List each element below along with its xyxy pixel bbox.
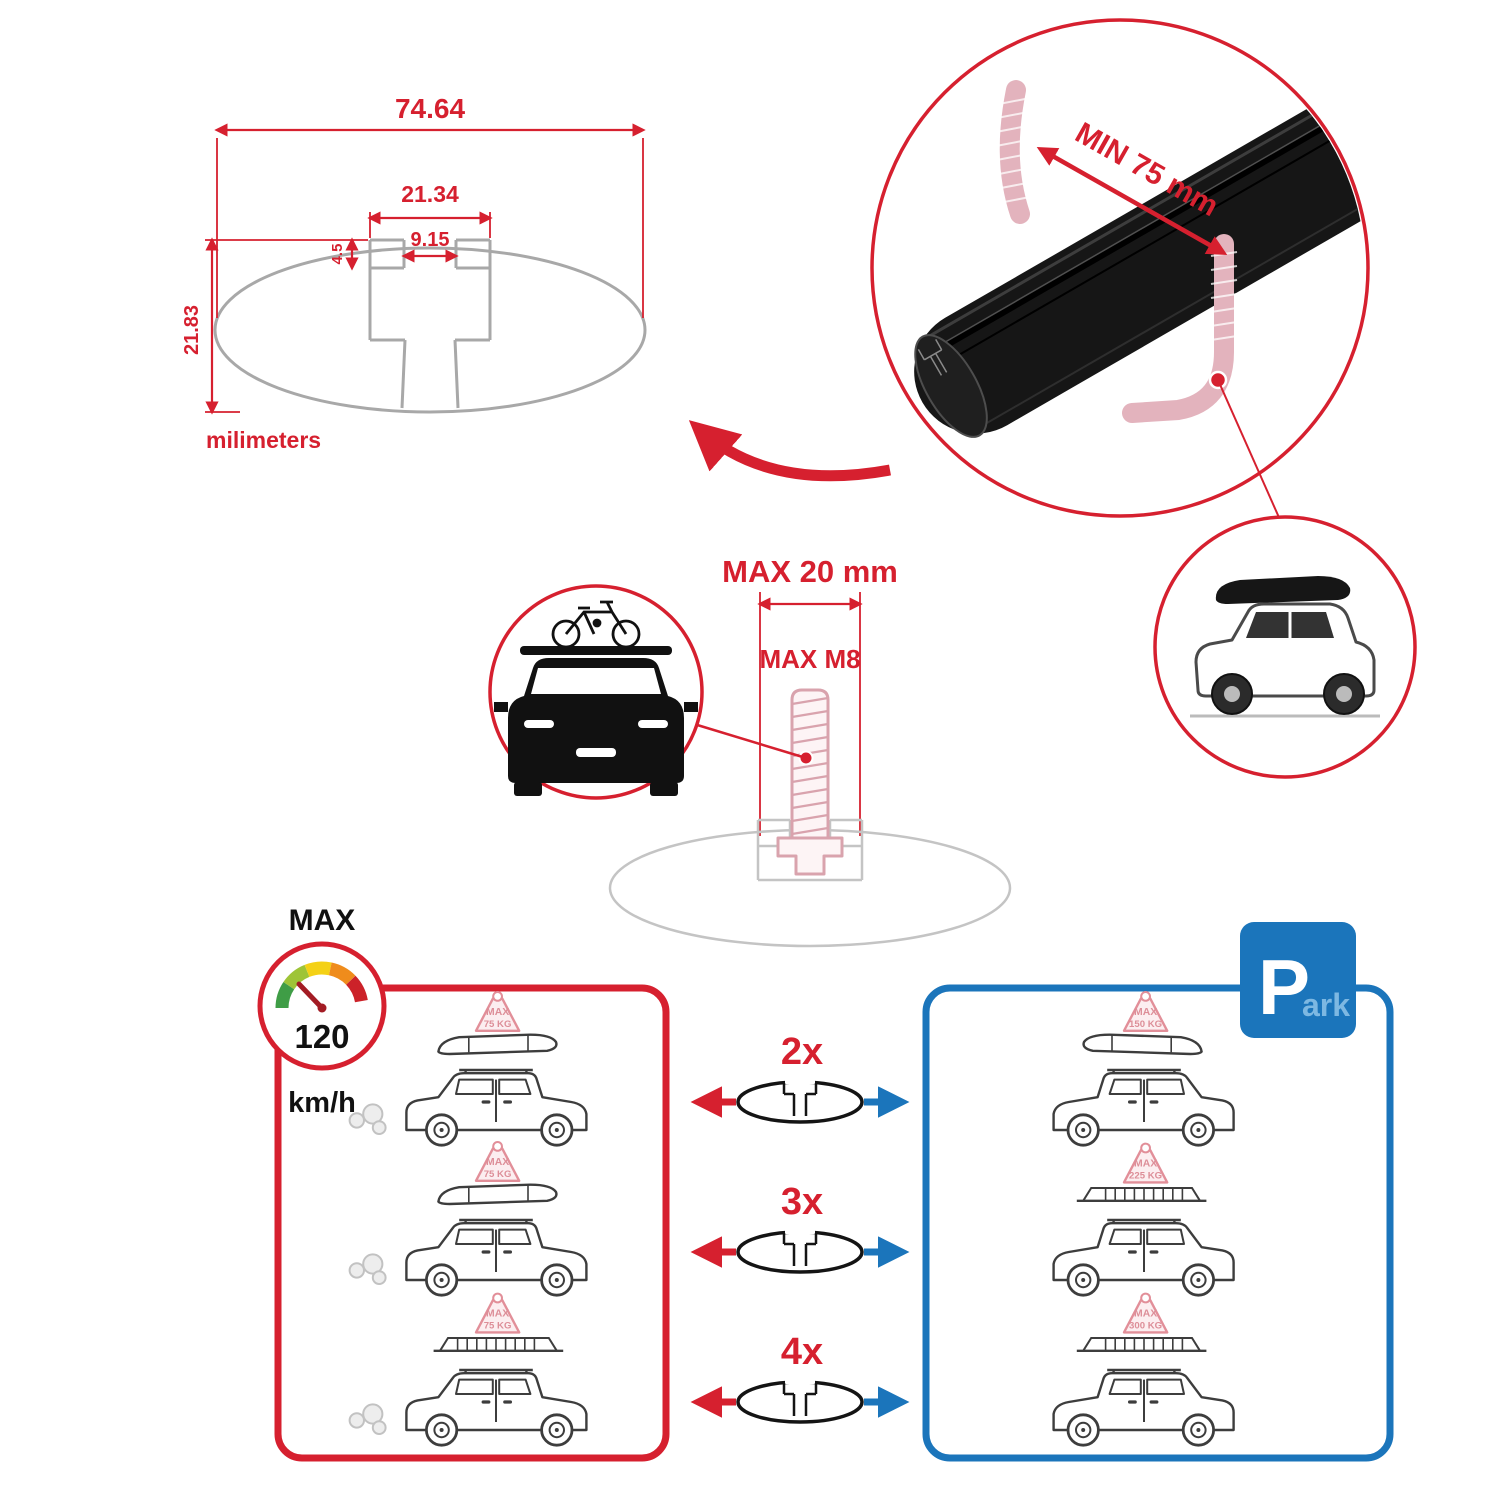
- car-windshield: [531, 668, 661, 694]
- left-load-3-max: MAX: [486, 1308, 509, 1319]
- car-headlight-left: [524, 720, 554, 728]
- right-load-3-max: MAX: [1134, 1308, 1157, 1319]
- speed-units: km/h: [288, 1087, 356, 1119]
- gauge-needle: [296, 981, 325, 1011]
- t-bolt: [776, 688, 844, 876]
- gauge-arc: [275, 961, 368, 1009]
- left-load-2-max: MAX: [486, 1157, 509, 1168]
- speed-limit-gauge: MAX 120 km/h: [257, 904, 387, 1119]
- zoom-pointer-arrow: [688, 420, 891, 482]
- right-load-2-kg: 225 KG: [1129, 1170, 1162, 1181]
- car-right-2: MAX 225 KG: [1052, 1142, 1235, 1297]
- right-load-1-max: MAX: [1134, 1007, 1157, 1018]
- right-load-1-kg: 150 KG: [1129, 1019, 1162, 1030]
- car-wheel-right: [650, 782, 678, 796]
- bolt-diagram: MAX 20 mm MAX M8: [608, 554, 1012, 948]
- capacity-comparison: P ark MAX 120 km/h MAX 75 KG MAX 75 KG: [257, 904, 1394, 1462]
- units-label: milimeters: [206, 427, 321, 453]
- dimension-lines: [205, 123, 646, 415]
- bar-count-row-2: 3x: [690, 1181, 910, 1274]
- car-roof-bar: [520, 646, 672, 655]
- right-load-3-kg: 300 KG: [1129, 1320, 1162, 1331]
- dim-slot-width-label: 9.15: [411, 229, 450, 251]
- park-sign: P ark: [1240, 922, 1356, 1038]
- bolt-ext-lines: [759, 592, 861, 836]
- right-park-panel: [922, 984, 1394, 1462]
- left-load-1-kg: 75 KG: [484, 1019, 512, 1030]
- suv-front-hub: [1224, 686, 1240, 702]
- dim-lip-height-label: 4.5: [329, 244, 346, 265]
- park-letter: P: [1258, 943, 1310, 1031]
- dimension-drawing: 74.64 21.34 9.15 4.5 21.83 milimeters: [181, 93, 891, 482]
- bolt-max-width-label: MAX 20 mm: [722, 554, 898, 589]
- car-left-1: MAX 75 KG: [348, 990, 588, 1147]
- bar-count-row-3: 4x: [690, 1331, 910, 1424]
- car-right-1: MAX 150 KG: [1052, 990, 1235, 1147]
- park-suffix: ark: [1302, 987, 1350, 1023]
- gauge-pivot: [317, 1003, 327, 1013]
- left-speed-panel: [274, 984, 670, 1462]
- crossbar-profile-section: [213, 238, 647, 414]
- bolt-leader-line: [693, 722, 807, 760]
- suv-roofbox-circle: [1153, 515, 1417, 779]
- suv-roof-box: [1215, 576, 1351, 604]
- count-label-3: 4x: [781, 1331, 823, 1373]
- car-headlight-right: [638, 720, 668, 728]
- count-label-2: 3x: [781, 1181, 823, 1223]
- car-right-3: MAX 300 KG: [1052, 1292, 1235, 1447]
- crossbar-icon: [736, 1379, 864, 1424]
- clamp-rod-rear: [995, 80, 1031, 224]
- car-grille: [576, 748, 616, 757]
- left-load-1-max: MAX: [486, 1007, 509, 1018]
- crossbar-icon: [736, 1229, 864, 1274]
- speed-value: 120: [294, 1018, 349, 1055]
- dim-profile-height-label: 21.83: [181, 305, 203, 355]
- bar-zoom: MIN 75 mm: [870, 18, 1370, 523]
- left-load-2-kg: 75 KG: [484, 1169, 512, 1180]
- min-span-arrow: [1036, 147, 1228, 255]
- bolt-max-thread-label: MAX M8: [759, 644, 860, 674]
- crossbar-icon: [736, 1079, 864, 1124]
- left-load-3-kg: 75 KG: [484, 1320, 512, 1331]
- suv-rear-hub: [1336, 686, 1352, 702]
- car-mirror-right: [684, 702, 698, 712]
- count-label-1: 2x: [781, 1031, 823, 1073]
- dim-channel-width-label: 21.34: [401, 181, 459, 207]
- clamp-to-vehicle-line: [1217, 379, 1282, 523]
- bar-count-row-1: 2x: [690, 1031, 910, 1124]
- car-front-circle: [488, 584, 704, 800]
- car-wheel-left: [514, 782, 542, 796]
- dim-total-width-label: 74.64: [395, 93, 465, 124]
- speed-max-label: MAX: [289, 904, 356, 937]
- car-mirror-left: [494, 702, 508, 712]
- car-left-3: MAX 75 KG: [348, 1292, 588, 1447]
- car-left-2: MAX 75 KG: [348, 1140, 588, 1297]
- right-load-2-max: MAX: [1134, 1158, 1157, 1169]
